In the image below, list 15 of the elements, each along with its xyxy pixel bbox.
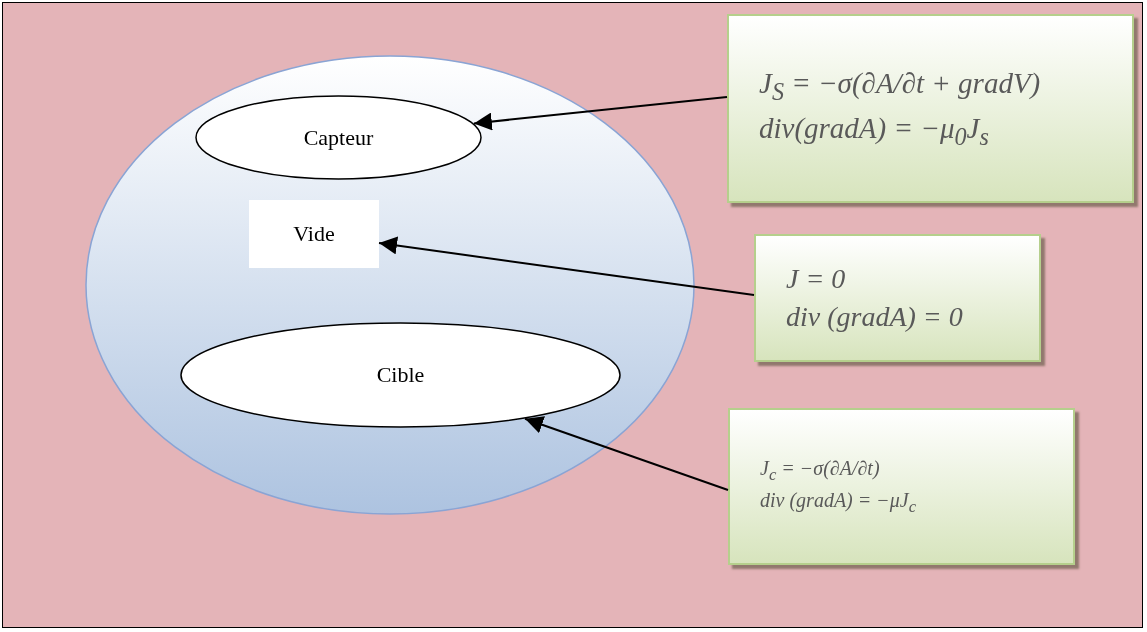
equation: div (gradA) = −μJ$_{c}$ bbox=[760, 487, 918, 518]
equation: div(gradA) = −μ$_{0}$J$_{s}$ bbox=[759, 110, 990, 152]
equation-box bbox=[728, 408, 1075, 565]
arrow bbox=[378, 236, 755, 296]
shape-label: Cible bbox=[376, 362, 425, 388]
equation: J = 0 bbox=[786, 262, 847, 297]
arrow bbox=[472, 96, 728, 131]
equation: J$_{S}$ = −σ(∂A/∂t + gradV) bbox=[759, 66, 1042, 107]
equation: J$_{c}$ = −σ(∂A/∂t) bbox=[760, 456, 881, 486]
equation-box bbox=[754, 234, 1041, 362]
region-label: Vide bbox=[293, 221, 335, 247]
shape-label: Capteur bbox=[303, 124, 374, 151]
equation-box bbox=[727, 14, 1134, 203]
arrow bbox=[524, 416, 729, 491]
equation: div (gradA) = 0 bbox=[786, 300, 964, 334]
